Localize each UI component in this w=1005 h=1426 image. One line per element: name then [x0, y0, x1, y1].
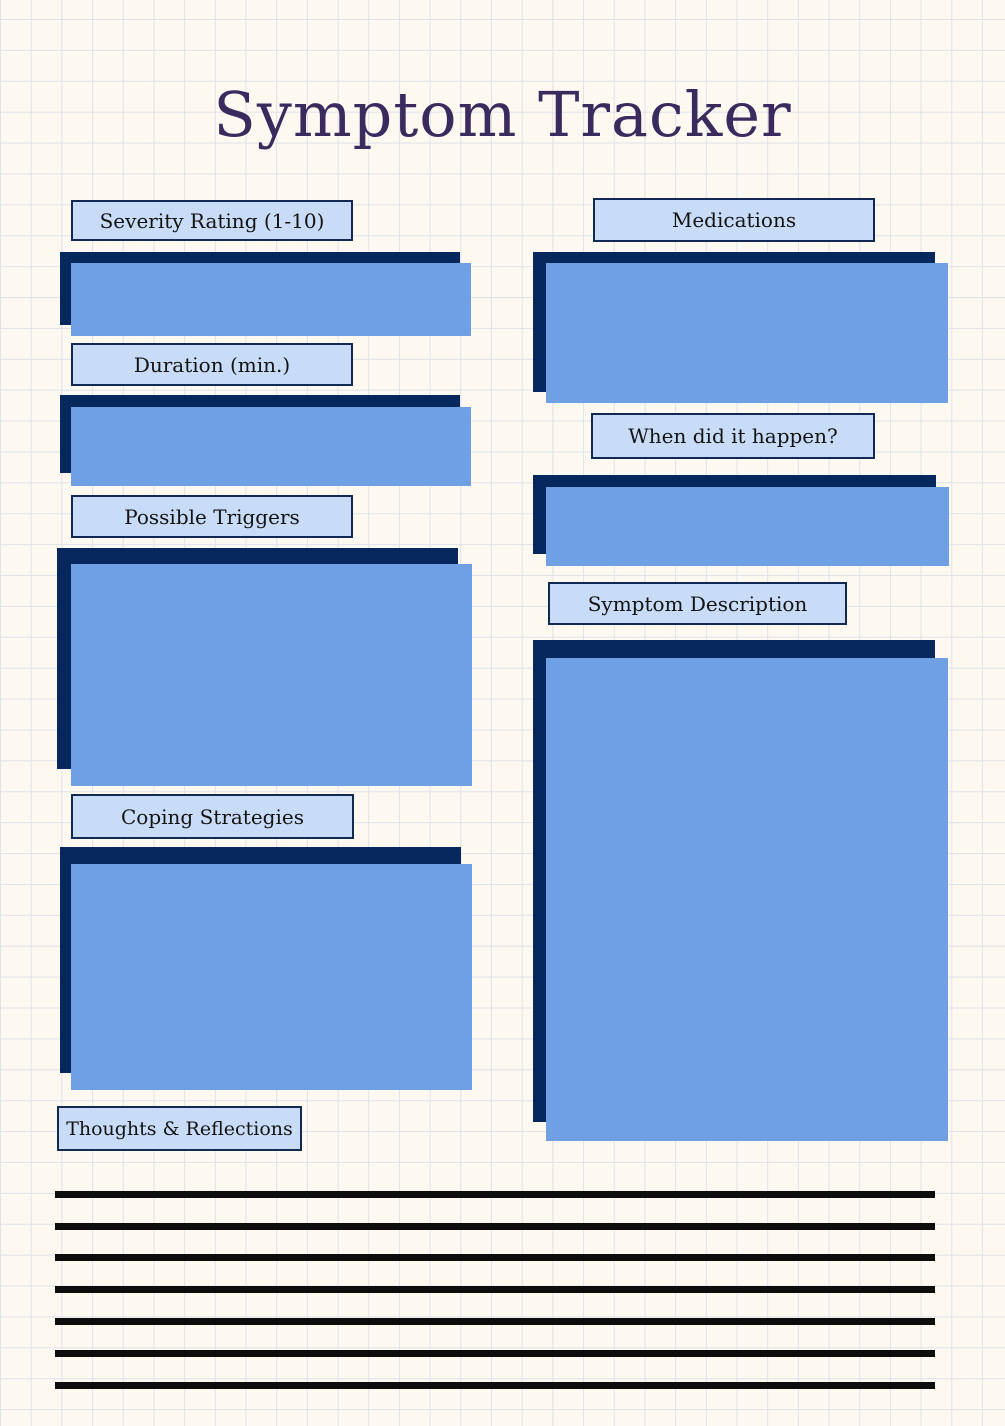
severity-rating-label: Severity Rating (1-10) — [71, 200, 353, 241]
severity-rating-field[interactable] — [71, 263, 471, 336]
when-did-it-happen-field[interactable] — [546, 487, 949, 566]
coping-strategies-label: Coping Strategies — [71, 794, 354, 839]
medications-field[interactable] — [546, 263, 948, 403]
duration-field[interactable] — [71, 407, 471, 486]
page-title: Symptom Tracker — [213, 78, 792, 151]
possible-triggers-field[interactable] — [71, 564, 472, 786]
ruled-line — [55, 1286, 935, 1293]
ruled-line — [55, 1254, 935, 1261]
thoughts-reflections-label: Thoughts & Reflections — [57, 1106, 302, 1151]
ruled-line — [55, 1191, 935, 1198]
ruled-line — [55, 1223, 935, 1230]
symptom-description-field[interactable] — [546, 658, 948, 1141]
duration-label: Duration (min.) — [71, 343, 353, 386]
ruled-line — [55, 1350, 935, 1357]
when-did-it-happen-label: When did it happen? — [591, 413, 875, 459]
medications-label: Medications — [593, 198, 875, 242]
coping-strategies-field[interactable] — [71, 864, 472, 1090]
ruled-line — [55, 1318, 935, 1325]
possible-triggers-label: Possible Triggers — [71, 495, 353, 538]
ruled-line — [55, 1382, 935, 1389]
symptom-description-label: Symptom Description — [548, 582, 847, 625]
